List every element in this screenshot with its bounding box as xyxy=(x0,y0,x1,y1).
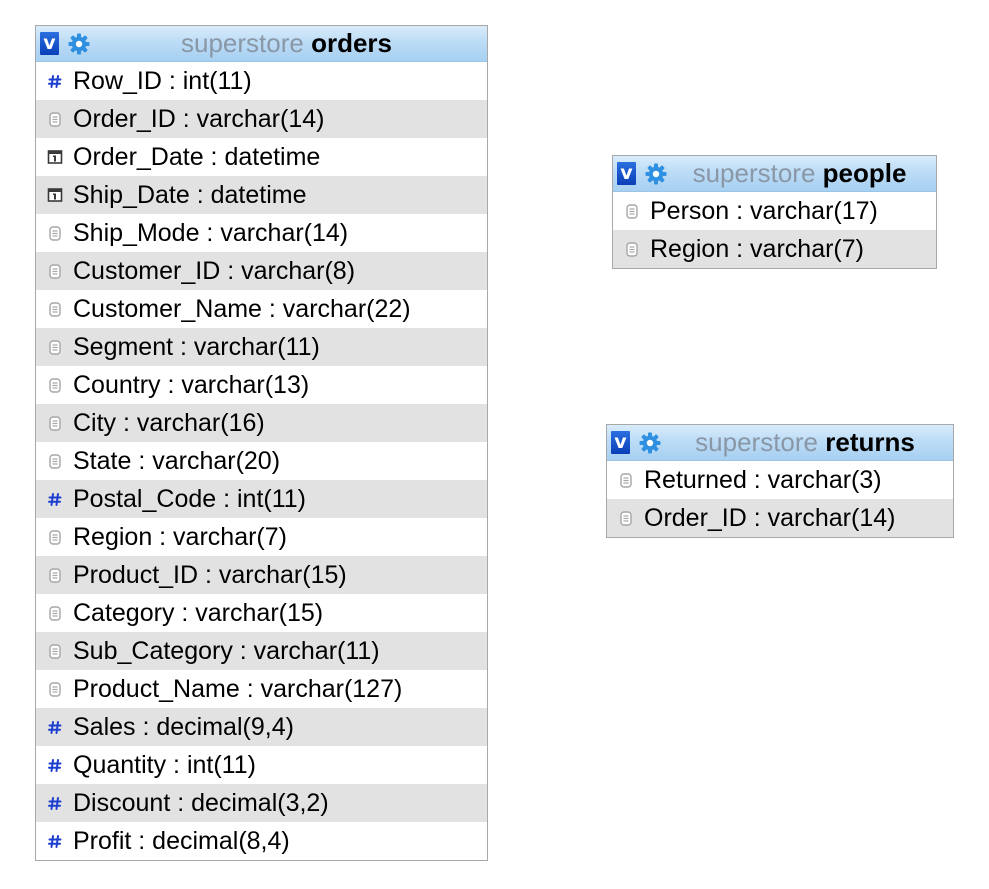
column-row[interactable]: Returned : varchar(3) xyxy=(607,461,953,499)
column-row[interactable]: Discount : decimal(3,2) xyxy=(36,784,487,822)
column-row[interactable]: Row_ID : int(11) xyxy=(36,62,487,100)
database-name: superstore xyxy=(695,427,819,457)
column-row[interactable]: Profit : decimal(8,4) xyxy=(36,822,487,860)
column-label: Quantity : int(11) xyxy=(73,751,256,779)
text-field-icon xyxy=(45,375,65,395)
column-label: Order_ID : varchar(14) xyxy=(73,105,325,133)
table-returns[interactable]: v superstore returns Returned : varchar(… xyxy=(606,424,954,538)
column-label: Discount : decimal(3,2) xyxy=(73,789,329,817)
toggle-v-icon[interactable]: v xyxy=(611,431,630,454)
column-label: Ship_Mode : varchar(14) xyxy=(73,219,349,247)
table-people[interactable]: v superstore people Person : varchar(17)… xyxy=(612,155,937,269)
column-row[interactable]: Segment : varchar(11) xyxy=(36,328,487,366)
column-row[interactable]: Person : varchar(17) xyxy=(613,192,936,230)
table-orders[interactable]: v superstore orders Row_ID : int(11) xyxy=(35,25,488,861)
column-label: Product_ID : varchar(15) xyxy=(73,561,347,589)
column-row[interactable]: Sub_Category : varchar(11) xyxy=(36,632,487,670)
calendar-icon xyxy=(45,147,65,167)
column-list: Returned : varchar(3) Order_ID : varchar… xyxy=(607,461,953,537)
column-row[interactable]: Country : varchar(13) xyxy=(36,366,487,404)
column-label: Person : varchar(17) xyxy=(650,197,878,225)
column-row[interactable]: Order_ID : varchar(14) xyxy=(36,100,487,138)
column-row[interactable]: Product_ID : varchar(15) xyxy=(36,556,487,594)
table-name: people xyxy=(822,158,907,188)
text-field-icon xyxy=(616,508,636,528)
table-header[interactable]: v superstore returns xyxy=(607,425,953,461)
toggle-v-icon[interactable]: v xyxy=(40,32,59,55)
table-title: superstore orders xyxy=(92,28,487,59)
text-field-icon xyxy=(622,239,642,259)
calendar-icon xyxy=(45,185,65,205)
text-field-icon xyxy=(45,109,65,129)
column-row[interactable]: State : varchar(20) xyxy=(36,442,487,480)
column-label: Sub_Category : varchar(11) xyxy=(73,637,380,665)
column-row[interactable]: Region : varchar(7) xyxy=(613,230,936,268)
column-row[interactable]: Region : varchar(7) xyxy=(36,518,487,556)
table-header[interactable]: v superstore people xyxy=(613,156,936,192)
column-row[interactable]: Customer_Name : varchar(22) xyxy=(36,290,487,328)
database-name: superstore xyxy=(181,28,304,58)
table-title: superstore returns xyxy=(663,427,953,458)
column-label: Returned : varchar(3) xyxy=(644,466,882,494)
number-hash-icon xyxy=(45,71,65,91)
text-field-icon xyxy=(45,641,65,661)
column-list: Row_ID : int(11) Order_ID : varchar(14) … xyxy=(36,62,487,860)
column-row[interactable]: Quantity : int(11) xyxy=(36,746,487,784)
column-row[interactable]: Customer_ID : varchar(8) xyxy=(36,252,487,290)
column-label: Region : varchar(7) xyxy=(650,235,864,263)
number-hash-icon xyxy=(45,755,65,775)
table-name: orders xyxy=(311,28,392,58)
column-row[interactable]: City : varchar(16) xyxy=(36,404,487,442)
column-label: State : varchar(20) xyxy=(73,447,281,475)
table-title: superstore people xyxy=(669,158,936,189)
column-row[interactable]: Postal_Code : int(11) xyxy=(36,480,487,518)
database-name: superstore xyxy=(692,158,816,188)
text-field-icon xyxy=(45,337,65,357)
gear-icon[interactable] xyxy=(66,31,92,57)
column-label: Customer_ID : varchar(8) xyxy=(73,257,356,285)
text-field-icon xyxy=(45,603,65,623)
text-field-icon xyxy=(45,565,65,585)
column-row[interactable]: Product_Name : varchar(127) xyxy=(36,670,487,708)
column-label: Category : varchar(15) xyxy=(73,599,324,627)
text-field-icon xyxy=(45,223,65,243)
column-row[interactable]: Order_ID : varchar(14) xyxy=(607,499,953,537)
column-label: Profit : decimal(8,4) xyxy=(73,827,290,855)
text-field-icon xyxy=(45,679,65,699)
column-row[interactable]: Category : varchar(15) xyxy=(36,594,487,632)
column-row[interactable]: Order_Date : datetime xyxy=(36,138,487,176)
column-label: Region : varchar(7) xyxy=(73,523,287,551)
column-label: Segment : varchar(11) xyxy=(73,333,320,361)
column-label: Customer_Name : varchar(22) xyxy=(73,295,411,323)
number-hash-icon xyxy=(45,717,65,737)
column-label: Ship_Date : datetime xyxy=(73,181,307,209)
gear-icon[interactable] xyxy=(637,430,663,456)
column-label: Sales : decimal(9,4) xyxy=(73,713,294,741)
column-label: Country : varchar(13) xyxy=(73,371,310,399)
column-row[interactable]: Ship_Date : datetime xyxy=(36,176,487,214)
number-hash-icon xyxy=(45,489,65,509)
column-list: Person : varchar(17) Region : varchar(7) xyxy=(613,192,936,268)
column-row[interactable]: Sales : decimal(9,4) xyxy=(36,708,487,746)
column-label: Order_ID : varchar(14) xyxy=(644,504,896,532)
number-hash-icon xyxy=(45,793,65,813)
table-header[interactable]: v superstore orders xyxy=(36,26,487,62)
toggle-v-icon[interactable]: v xyxy=(617,162,636,185)
column-label: City : varchar(16) xyxy=(73,409,265,437)
column-label: Product_Name : varchar(127) xyxy=(73,675,403,703)
column-label: Postal_Code : int(11) xyxy=(73,485,306,513)
column-label: Order_Date : datetime xyxy=(73,143,321,171)
text-field-icon xyxy=(45,451,65,471)
text-field-icon xyxy=(622,201,642,221)
text-field-icon xyxy=(45,299,65,319)
text-field-icon xyxy=(616,470,636,490)
column-row[interactable]: Ship_Mode : varchar(14) xyxy=(36,214,487,252)
text-field-icon xyxy=(45,261,65,281)
text-field-icon xyxy=(45,527,65,547)
number-hash-icon xyxy=(45,831,65,851)
table-name: returns xyxy=(825,427,915,457)
text-field-icon xyxy=(45,413,65,433)
column-label: Row_ID : int(11) xyxy=(73,67,252,95)
gear-icon[interactable] xyxy=(643,161,669,187)
